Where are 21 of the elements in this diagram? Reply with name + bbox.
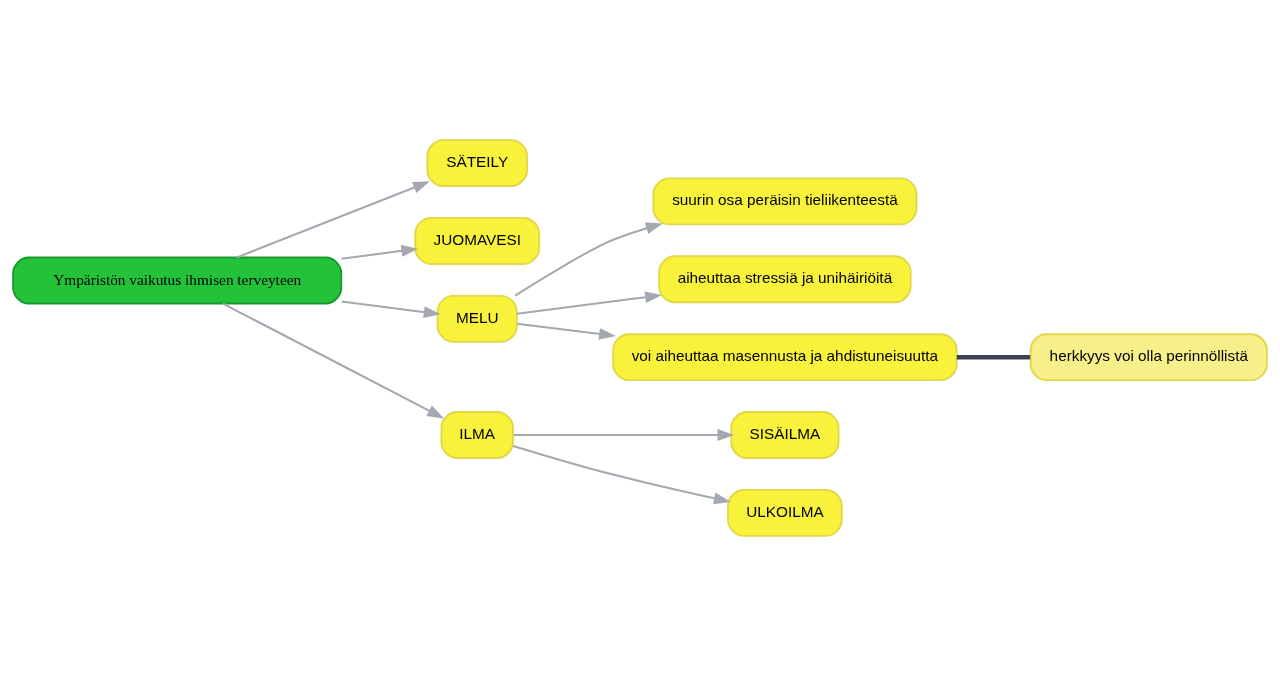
- node-box: SÄTEILY: [426, 139, 528, 188]
- node-box: JUOMAVESI: [414, 217, 541, 265]
- node-box: SISÄILMA: [730, 411, 840, 459]
- node-box: voi aiheuttaa masennusta ja ahdistuneisuutta: [612, 333, 958, 382]
- arrow: [222, 302, 445, 419]
- arrow: [341, 300, 441, 318]
- node-box: Ympäristön vaikutus ihmisen terveyteen: [12, 256, 343, 305]
- node-box: ILMA: [440, 411, 514, 459]
- arrow: [517, 291, 662, 315]
- node-box: herkkyys voi olla perinnöllistä: [1029, 333, 1268, 382]
- arrow: [341, 245, 419, 260]
- node-box: aiheuttaa stressiä ja unihäiriöitä: [658, 255, 912, 304]
- node-box: ULKOILMA: [727, 488, 843, 537]
- arrow: [517, 322, 616, 340]
- node-box: MELU: [436, 294, 518, 343]
- node-box: suurin osa peräisin tieliikenteestä: [652, 177, 918, 226]
- arrow: [512, 444, 731, 505]
- arrow: [513, 429, 735, 441]
- arrow: [236, 181, 430, 259]
- connector: [956, 354, 1031, 360]
- arrow: [514, 222, 663, 297]
